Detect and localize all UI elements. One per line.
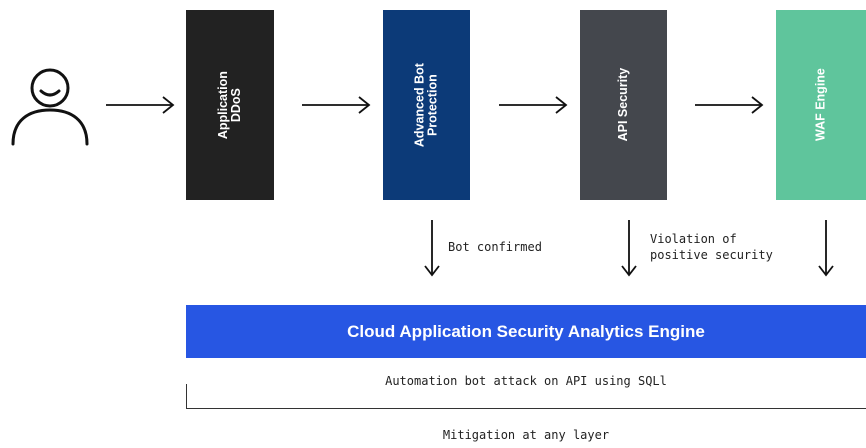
arrow-icon [499, 96, 568, 114]
arrow-icon [302, 96, 371, 114]
arrow-icon [424, 220, 440, 277]
stage-application-ddos: Application DDoS [186, 10, 274, 200]
engine-title: Cloud Application Security Analytics Eng… [347, 321, 705, 341]
arrow-icon [818, 220, 834, 277]
stage-label: WAF Engine [813, 68, 828, 142]
stage-label: API Security [615, 68, 630, 142]
arrow-icon [621, 220, 637, 277]
stage-waf-engine: WAF Engine [776, 10, 866, 200]
attack-text: Automation bot attack on API using SQLl [385, 374, 667, 388]
bot-confirmed-note: Bot confirmed [448, 240, 542, 254]
stage-api-security: API Security [580, 10, 667, 200]
arrow-icon [695, 96, 764, 114]
user-icon [11, 68, 89, 146]
analytics-engine-bar: Cloud Application Security Analytics Eng… [186, 305, 866, 358]
stage-advanced-bot-protection: Advanced Bot Protection [383, 10, 470, 200]
arrow-icon [106, 96, 175, 114]
stage-label: Advanced Bot Protection [412, 62, 440, 148]
stage-label: Application DDoS [215, 70, 243, 140]
mitigation-text: Mitigation at any layer [442, 428, 610, 442]
violation-note: Violation of positive security [650, 232, 773, 262]
attack-bracket [186, 384, 866, 409]
